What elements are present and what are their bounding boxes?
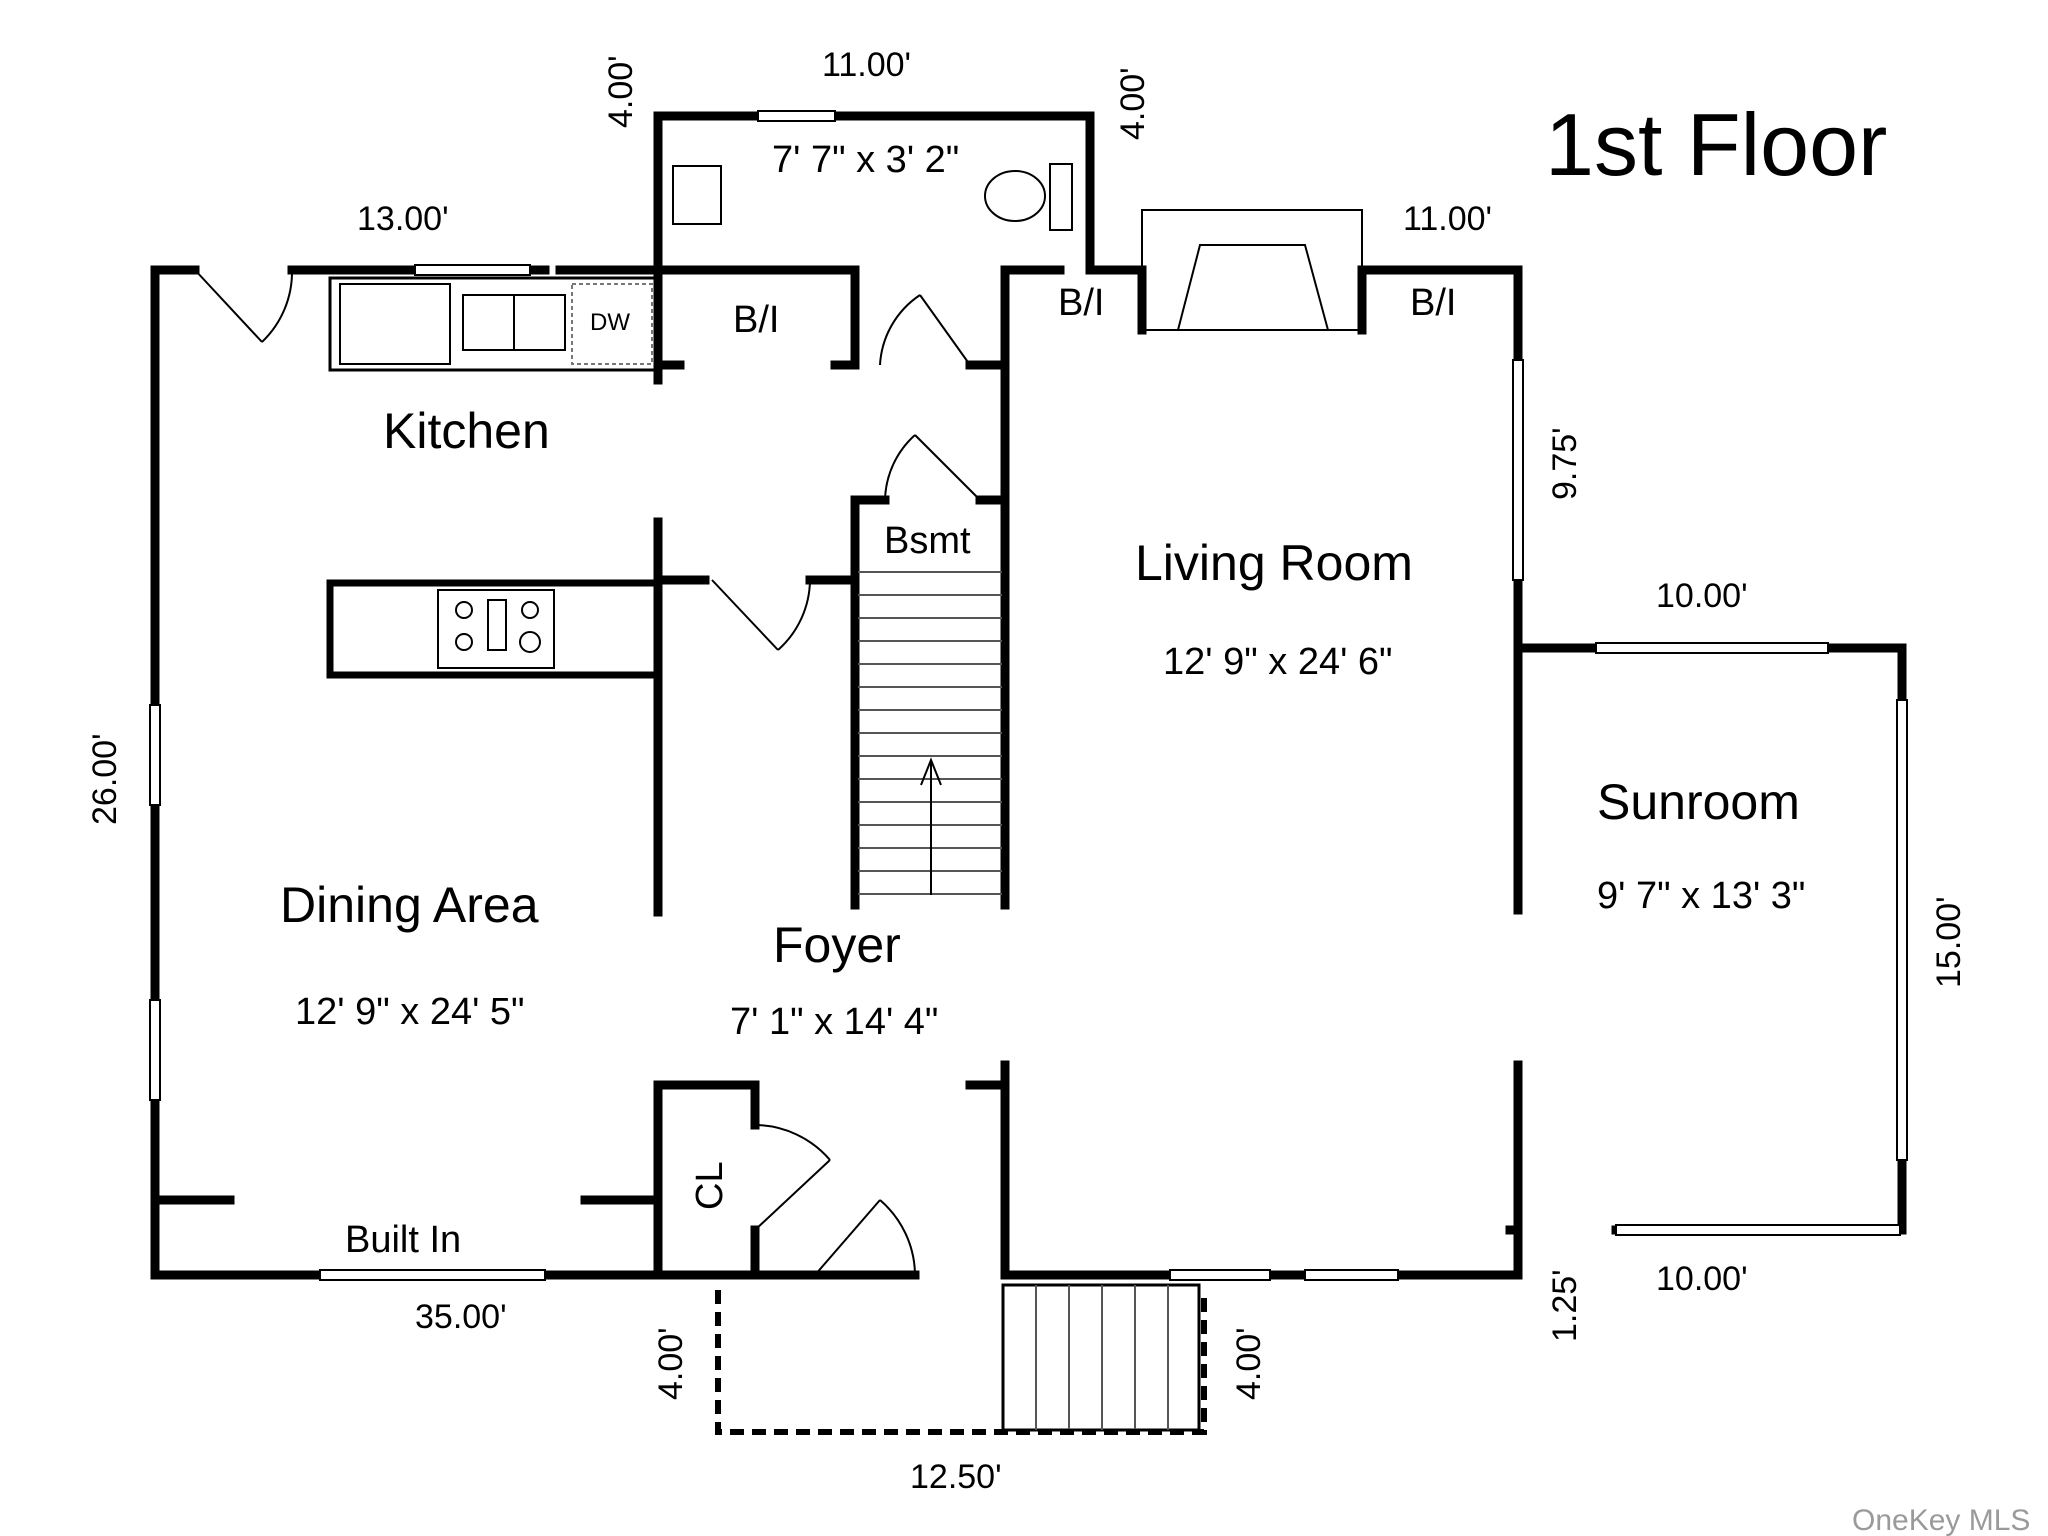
exterior-walls [150,111,1907,1280]
label-built-in: Built In [345,1219,461,1261]
fixtures [328,163,1363,669]
dim-kitchen-top: 13.00' [357,200,449,238]
stair-direction-arrow-icon [920,757,942,895]
floor-title: 1st Floor [1545,95,1887,194]
room-label-foyer: Foyer [773,917,901,973]
label-closet: CL [689,1161,731,1210]
dim-porch-right: 4.00' [1230,1327,1268,1400]
dim-sunroom-right: 15.00' [1930,896,1968,988]
label-dishwasher: DW [590,309,630,336]
dim-sunroom-offset: 1.25' [1546,1269,1584,1342]
dishwasher-icon [571,283,653,365]
windows [149,110,1908,1281]
cooktop-icon [437,589,555,669]
dim-left-side: 26.00' [86,733,124,825]
room-label-living: Living Room [1135,535,1413,591]
dim-living-top: 11.00' [1403,200,1492,238]
room-label-bsmt: Bsmt [884,520,971,562]
dim-living-right: 9.75' [1546,427,1584,500]
range-icon [339,283,451,365]
fireplace-icon [1141,209,1363,331]
dim-bottom: 35.00' [415,1298,507,1336]
room-label-dining: Dining Area [280,877,539,933]
room-size-bath: 7' 7" x 3' 2" [772,139,959,181]
sink-icon [672,165,722,225]
dim-bath-top: 11.00' [822,46,911,84]
room-size-dining: 12' 9" x 24' 5" [295,991,525,1033]
dim-porch-left: 4.00' [652,1327,690,1400]
room-label-sunroom: Sunroom [1597,774,1800,830]
dim-sunroom-bottom: 10.00' [1656,1260,1748,1298]
dim-bath-right: 4.00' [1114,67,1152,140]
room-label-kitchen: Kitchen [383,403,550,459]
basement-stairs [858,571,1002,895]
porch-outline [715,1290,1207,1435]
label-builtin-living-left: B/I [1058,282,1104,324]
room-size-foyer: 7' 1" x 14' 4" [730,1001,938,1043]
interior-walls [150,265,1523,1280]
doors [194,269,981,1276]
toilet-icon [984,170,1046,222]
dim-porch-bottom: 12.50' [910,1458,1002,1496]
room-size-sunroom: 9' 7" x 13' 3" [1597,875,1805,917]
watermark: OneKey MLS [1852,1504,2030,1536]
porch-steps [1001,1283,1201,1432]
dim-sunroom-top: 10.00' [1656,577,1748,615]
label-builtin-living-right: B/I [1410,282,1456,324]
label-builtin-kitchen: B/I [733,299,779,341]
dim-bath-left: 4.00' [602,55,640,128]
room-size-living: 12' 9" x 24' 6" [1163,641,1393,683]
